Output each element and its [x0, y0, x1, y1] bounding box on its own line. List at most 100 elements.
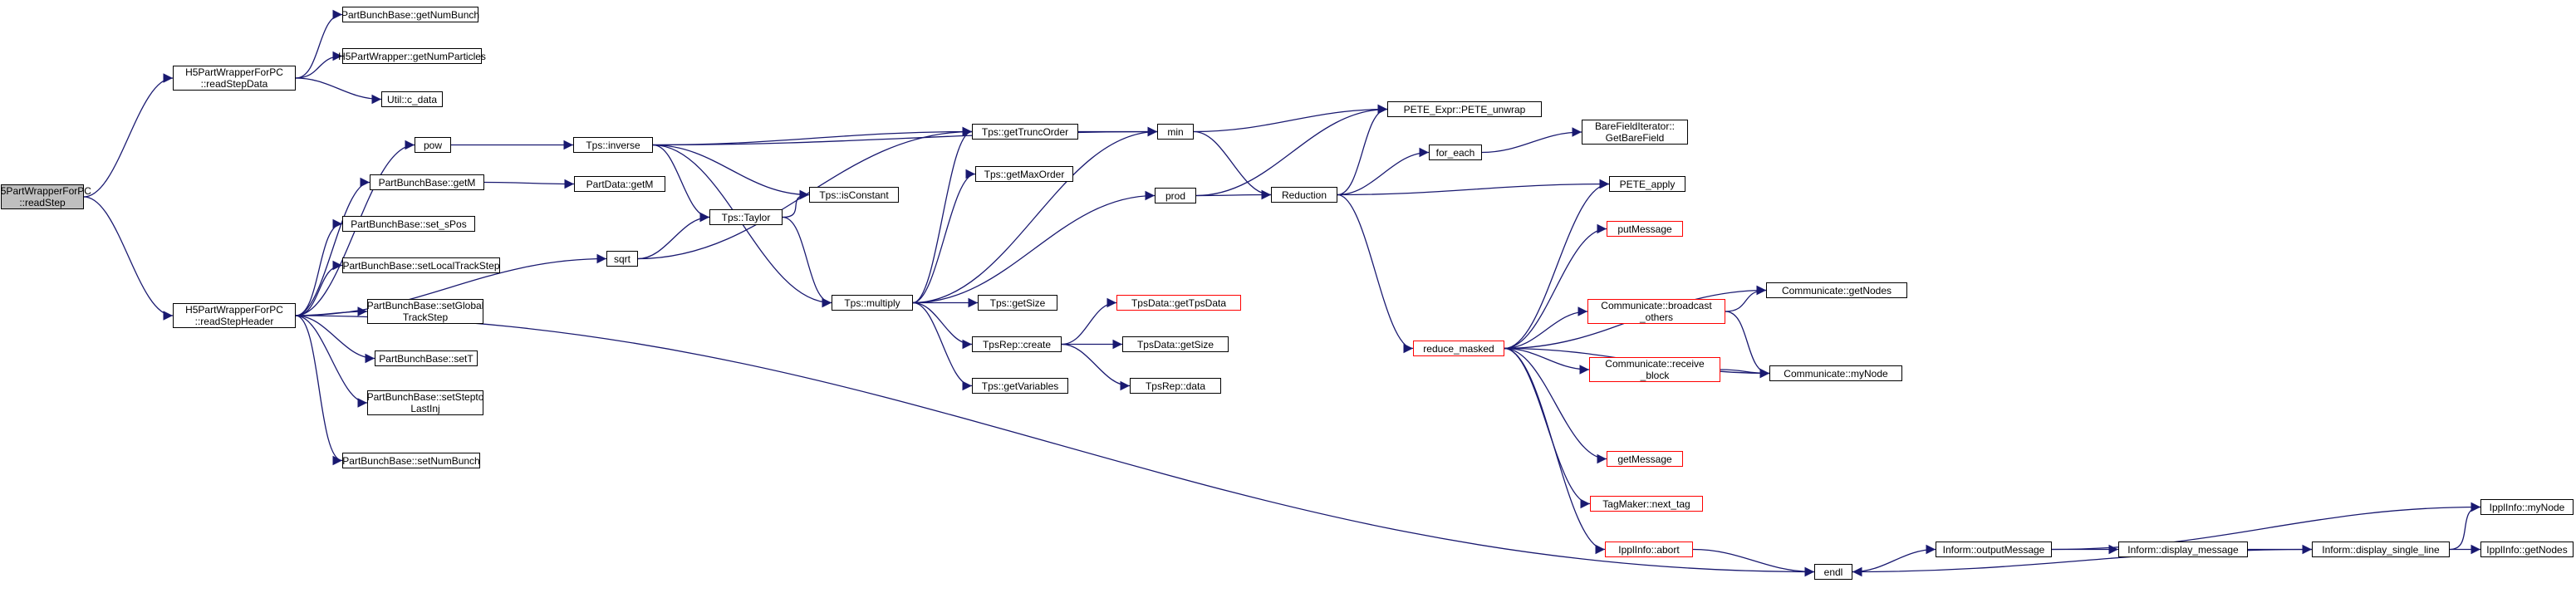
- node-getmessage-line-1: getMessage: [1617, 453, 1672, 465]
- edge-multiply-to-prod: [912, 190, 1156, 304]
- node-min[interactable]: min: [1157, 124, 1194, 140]
- node-tps-isconstant[interactable]: Tps::isConstant: [809, 187, 899, 203]
- node-tpsdata-getsize-line-1: TpsData::getSize: [1136, 338, 1214, 350]
- node-reduce-masked[interactable]: reduce_masked: [1413, 341, 1504, 356]
- node-setsteptolastinj-line-1: PartBunchBase::setStepto: [366, 391, 484, 403]
- node-barefielditerator[interactable]: BareFieldIterator::GetBareField: [1582, 120, 1688, 145]
- node-ipplinfo-abort[interactable]: IpplInfo::abort: [1605, 542, 1693, 557]
- edge-reduce_masked-to-putMessage: [1504, 223, 1607, 350]
- node-pete-apply[interactable]: PETE_apply: [1609, 176, 1685, 192]
- node-tps-getsize[interactable]: Tps::getSize: [978, 295, 1057, 311]
- node-tps-inverse[interactable]: Tps::inverse: [573, 137, 653, 153]
- node-tps-getmaxorder[interactable]: Tps::getMaxOrder: [975, 166, 1073, 182]
- node-tps-gettruncorder[interactable]: Tps::getTruncOrder: [972, 124, 1078, 140]
- node-readstepdata[interactable]: H5PartWrapperForPC::readStepData: [173, 66, 296, 91]
- node-inform-display-message-line-1: Inform::display_message: [2127, 543, 2239, 556]
- node-barefielditerator-line-1: BareFieldIterator::: [1594, 120, 1676, 132]
- node-prod-line-1: prod: [1165, 189, 1186, 202]
- node-getnumbunch[interactable]: PartBunchBase::getNumBunch: [341, 7, 479, 22]
- node-sqrt[interactable]: sqrt: [606, 251, 638, 267]
- node-endl[interactable]: endl: [1814, 564, 1852, 580]
- node-readstepdata-line-2: ::readStepData: [200, 78, 268, 90]
- edge-multiply-to-getMaxOrder: [912, 169, 976, 304]
- edge-readStepHeader-to-setSteptoLastInj: [295, 315, 368, 408]
- node-inform-display-single-line-line-1: Inform::display_single_line: [2322, 543, 2440, 556]
- edge-create-to-data: [1061, 343, 1131, 391]
- node-readstep-line-1: H5PartWrapperForPC: [0, 185, 91, 197]
- node-tps-getvariables[interactable]: Tps::getVariables: [972, 378, 1068, 394]
- node-partbunchbase-getm[interactable]: PartBunchBase::getM: [370, 174, 484, 190]
- edge-inverse-to-getTruncOrder: [652, 126, 973, 146]
- node-set-spos-line-1: PartBunchBase::set_sPos: [351, 218, 467, 230]
- node-pow[interactable]: pow: [415, 137, 451, 153]
- edge-readStepHeader-to-sqrt: [295, 253, 607, 316]
- node-getnumparticles[interactable]: H5PartWrapper::getNumParticles: [338, 48, 486, 64]
- edge-reduce_masked-to-receive: [1504, 347, 1590, 375]
- node-tpsdata-getsize[interactable]: TpsData::getSize: [1122, 336, 1229, 352]
- node-tps-multiply[interactable]: Tps::multiply: [832, 295, 913, 311]
- edge-reduction-to-reduce_masked: [1337, 194, 1414, 354]
- node-tagmaker-next-tag[interactable]: TagMaker::next_tag: [1590, 496, 1703, 512]
- node-setnumbunch[interactable]: PartBunchBase::setNumBunch: [342, 453, 480, 468]
- node-tps-getmaxorder-line-1: Tps::getMaxOrder: [984, 168, 1065, 180]
- node-tpsrep-create[interactable]: TpsRep::create: [972, 336, 1062, 352]
- node-inform-outputmessage-line-1: Inform::outputMessage: [1942, 543, 2045, 556]
- node-tps-multiply-line-1: Tps::multiply: [844, 296, 900, 309]
- edge-multiply-to-getVariables: [912, 301, 973, 391]
- edge-readStepData-to-getNumBunch: [295, 9, 343, 79]
- edge-readStepHeader-to-setT: [295, 315, 375, 364]
- node-communicate-broadcast-line-2: _others: [1639, 311, 1674, 323]
- node-c-data[interactable]: Util::c_data: [381, 91, 443, 107]
- edge-readStepHeader-to-endl: [295, 315, 1815, 577]
- node-communicate-broadcast[interactable]: Communicate::broadcast_others: [1587, 299, 1725, 324]
- node-setlocaltrackstep[interactable]: PartBunchBase::setLocalTrackStep: [342, 257, 500, 273]
- node-reduction[interactable]: Reduction: [1271, 187, 1337, 203]
- node-tpsrep-data-line-1: TpsRep::data: [1145, 380, 1206, 392]
- edge-reduction-to-unwrap: [1337, 104, 1388, 196]
- edge-taylor-to-multiply: [782, 216, 832, 308]
- node-pete-unwrap[interactable]: PETE_Expr::PETE_unwrap: [1387, 101, 1542, 117]
- node-inform-display-message[interactable]: Inform::display_message: [2118, 542, 2248, 557]
- node-communicate-mynode-line-1: Communicate::myNode: [1784, 367, 1888, 380]
- node-ipplinfo-mynode[interactable]: IpplInfo::myNode: [2480, 499, 2574, 515]
- node-for-each[interactable]: for_each: [1429, 145, 1482, 160]
- edge-readStep-to-readStepHeader: [83, 196, 174, 321]
- node-inform-outputmessage[interactable]: Inform::outputMessage: [1936, 542, 2052, 557]
- node-tagmaker-next-tag-line-1: TagMaker::next_tag: [1602, 497, 1690, 510]
- node-set-spos[interactable]: PartBunchBase::set_sPos: [342, 216, 475, 232]
- node-setnumbunch-line-1: PartBunchBase::setNumBunch: [342, 454, 480, 467]
- node-tpsrep-create-line-1: TpsRep::create: [982, 338, 1052, 350]
- node-ipplinfo-abort-line-1: IpplInfo::abort: [1618, 543, 1680, 556]
- node-tpsrep-data[interactable]: TpsRep::data: [1130, 378, 1221, 394]
- edge-reduce_masked-to-abort: [1504, 347, 1606, 555]
- node-setsteptolastinj-line-2: LastInj: [410, 403, 440, 414]
- edge-readStep-to-readStepData: [83, 73, 174, 198]
- node-endl-line-1: endl: [1823, 566, 1843, 578]
- node-tps-taylor[interactable]: Tps::Taylor: [709, 209, 783, 225]
- node-inform-display-single-line[interactable]: Inform::display_single_line: [2312, 542, 2450, 557]
- node-readstepheader[interactable]: H5PartWrapperForPC::readStepHeader: [173, 303, 296, 328]
- node-communicate-mynode[interactable]: Communicate::myNode: [1769, 365, 1902, 381]
- node-sett-line-1: PartBunchBase::setT: [379, 352, 473, 365]
- node-tps-inverse-line-1: Tps::inverse: [586, 139, 640, 151]
- node-getmessage[interactable]: getMessage: [1607, 451, 1683, 467]
- node-partbunchbase-getm-line-1: PartBunchBase::getM: [378, 176, 476, 189]
- node-tpsdata-gettpsdata-line-1: TpsData::getTpsData: [1131, 296, 1227, 309]
- node-prod[interactable]: prod: [1155, 188, 1196, 203]
- edge-sqrt-to-taylor: [637, 212, 710, 260]
- node-ipplinfo-getnodes[interactable]: IpplInfo::getNodes: [2480, 542, 2574, 557]
- node-tpsdata-gettpsdata[interactable]: TpsData::getTpsData: [1116, 295, 1241, 311]
- node-sett[interactable]: PartBunchBase::setT: [375, 350, 478, 366]
- node-for-each-line-1: for_each: [1435, 146, 1475, 159]
- node-partdata-getm[interactable]: PartData::getM: [574, 176, 665, 192]
- edge-receive-to-myNode_comm: [1720, 368, 1770, 379]
- node-communicate-receive[interactable]: Communicate::receive_block: [1589, 357, 1720, 382]
- node-reduction-line-1: Reduction: [1281, 189, 1327, 201]
- node-putmessage[interactable]: putMessage: [1607, 221, 1683, 237]
- node-communicate-receive-line-1: Communicate::receive: [1605, 358, 1705, 370]
- node-communicate-getnodes[interactable]: Communicate::getNodes: [1766, 282, 1907, 298]
- edge-broadcast-to-myNode_comm: [1725, 311, 1770, 379]
- node-pow-line-1: pow: [423, 139, 442, 151]
